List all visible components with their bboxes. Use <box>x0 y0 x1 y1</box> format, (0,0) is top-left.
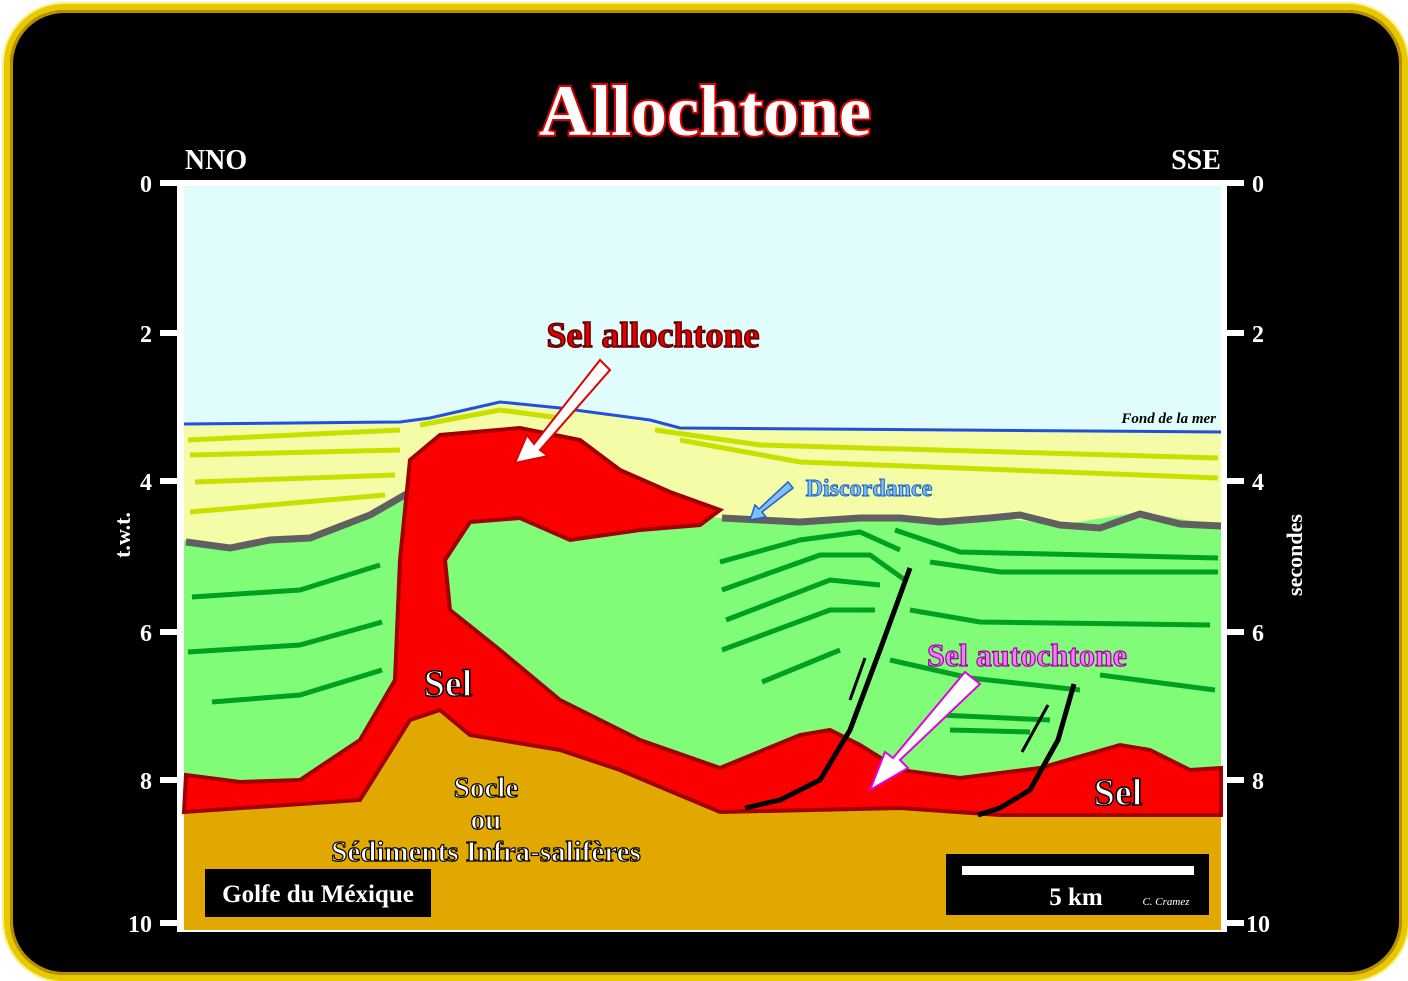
direction-left: NNO <box>185 145 247 176</box>
author-credit: C. Cramez <box>1142 896 1190 908</box>
label-sel-right: Sel <box>1094 772 1143 814</box>
seafloor-line <box>183 400 1222 434</box>
tick-left-0: 0 <box>140 172 152 198</box>
scale-box <box>946 854 1209 915</box>
label-region: Golfe du Méxique <box>222 881 414 908</box>
tick-right-4: 4 <box>1252 470 1264 496</box>
tick-right-0: 0 <box>1252 172 1264 198</box>
tick-left-10: 10 <box>128 912 152 938</box>
discordance-line <box>185 488 1222 552</box>
label-discordance: Discordance <box>806 476 933 502</box>
region-box <box>205 869 431 917</box>
salt-body <box>181 425 1223 817</box>
label-sel-allochtone: Sel allochtone <box>547 315 760 355</box>
scale-label: 5 km <box>1049 884 1103 911</box>
tick-right-2: 2 <box>1252 322 1264 348</box>
direction-right: SSE <box>1171 145 1221 176</box>
scale-bar <box>962 866 1194 875</box>
label-sel-autochtone: Sel autochtone <box>927 637 1127 673</box>
label-sel-left: Sel <box>424 663 473 705</box>
tick-left-2: 2 <box>140 322 152 348</box>
arrow-discordance <box>748 480 795 521</box>
axis-ticks <box>160 180 1244 926</box>
young-beds <box>187 407 1219 515</box>
right-axis-label: secondes <box>1282 514 1307 596</box>
tick-right-8: 8 <box>1252 769 1264 795</box>
arrow-sel-allochtone <box>513 358 612 465</box>
label-socle: Socle <box>454 772 519 804</box>
tick-left-8: 8 <box>140 769 152 795</box>
diagram-title: Allochtone <box>539 71 871 151</box>
left-axis-label: t.w.t. <box>110 512 135 558</box>
tick-left-4: 4 <box>140 470 152 496</box>
tick-left-6: 6 <box>140 621 152 647</box>
label-ou: ou <box>471 804 502 836</box>
tick-right-10: 10 <box>1246 912 1270 938</box>
faults <box>744 567 1077 818</box>
arrow-sel-autochtone <box>868 670 982 793</box>
label-fond-mer: Fond de la mer <box>1120 411 1216 427</box>
tick-right-6: 6 <box>1252 621 1264 647</box>
label-infra-saliferes: Sédiments Infra-salifères <box>331 836 641 868</box>
